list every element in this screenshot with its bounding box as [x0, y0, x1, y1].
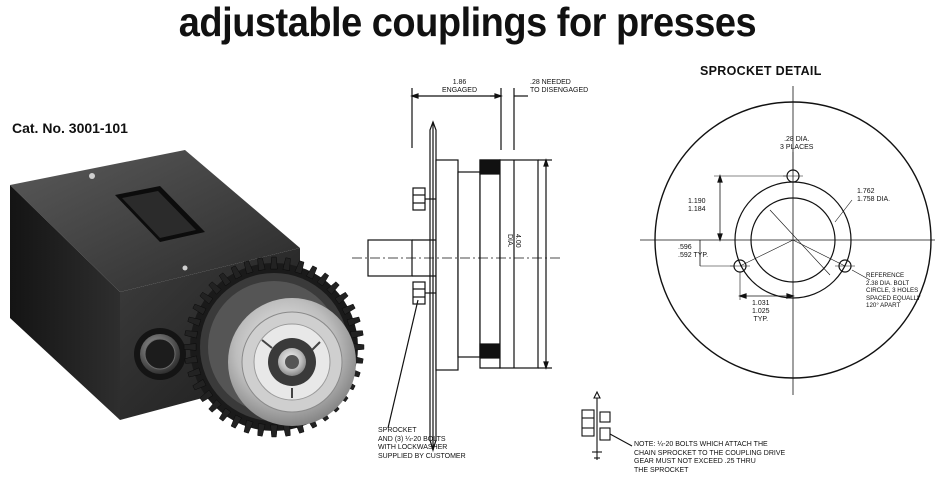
gear-tooth — [270, 256, 278, 270]
gear-tooth — [306, 265, 318, 280]
vertical-dimension: 1.190 1.184 — [688, 198, 706, 213]
sprocket-callout: SPROCKET AND (3) ¼-20 BOLTS WITH LOCKWAS… — [378, 427, 466, 460]
gear-tooth — [218, 272, 232, 287]
bolt-note: NOTE: ¼-20 BOLTS WHICH ATTACH THE CHAIN … — [634, 441, 786, 474]
disengage-dimension: .28 NEEDED TO DISENGAGED — [530, 79, 589, 94]
gear-tooth — [199, 389, 214, 403]
reference-bolt-circle-note: REFERENCE 2.38 DIA. BOLT CIRCLE, 3 HOLES… — [866, 272, 921, 309]
gear-tooth — [346, 316, 361, 327]
gear-tooth — [350, 330, 364, 339]
gear-tooth — [270, 424, 278, 438]
coupling-hub — [228, 298, 356, 426]
gear-tooth — [183, 343, 197, 351]
gear-tooth — [230, 265, 242, 280]
catalog-number: Cat. No. 3001-101 — [12, 120, 128, 136]
offset-dimension: .596 .592 TYP. — [678, 244, 709, 259]
gear-tooth — [218, 407, 232, 422]
gear-tooth — [187, 316, 202, 327]
page-title: adjustable couplings for presses — [178, 0, 757, 46]
gear-tooth — [230, 414, 242, 429]
gear-tooth — [187, 367, 202, 378]
gear-tooth — [199, 291, 214, 305]
gear-tooth — [184, 355, 198, 364]
gear-tooth — [208, 399, 222, 413]
gear-tooth — [326, 281, 340, 295]
gear-tooth — [316, 272, 330, 287]
gear-tooth — [294, 260, 305, 275]
sprocket-detail-title: SPROCKET DETAIL — [700, 64, 822, 78]
gear-tooth — [192, 379, 207, 391]
engaged-dimension: 1.86 ENGAGED — [442, 79, 478, 94]
gear-tooth — [341, 303, 356, 315]
horizontal-dimension: 1.031 1.025 TYP. — [752, 300, 770, 323]
bore-dimension: 1.762 1.758 DIA. — [857, 188, 891, 203]
gear-tooth — [208, 281, 222, 295]
gear-tooth — [192, 303, 207, 315]
coupling-housing — [10, 150, 300, 420]
gear-tooth — [184, 330, 198, 339]
gear-tooth — [243, 419, 254, 434]
hole-dia-label: .28 DIA. 3 PLACES — [780, 136, 814, 151]
gear-tooth — [257, 423, 266, 437]
gear-tooth — [257, 257, 266, 271]
gear-tooth — [243, 260, 254, 275]
gear-tooth — [334, 291, 349, 305]
gear-tooth — [282, 257, 291, 271]
